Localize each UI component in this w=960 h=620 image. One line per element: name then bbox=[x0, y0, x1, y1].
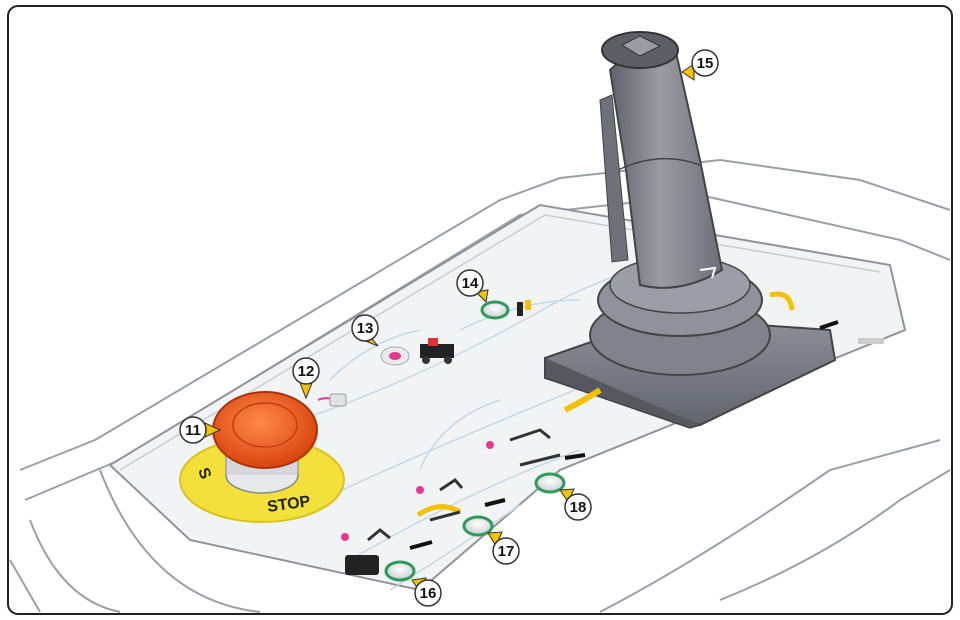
callout-13-label: 13 bbox=[357, 320, 374, 337]
callout-15-label: 15 bbox=[697, 55, 714, 72]
function-symbol-icon bbox=[345, 555, 379, 575]
callout-14-label: 14 bbox=[462, 275, 479, 292]
plate-marking bbox=[858, 338, 884, 344]
callout-16-label: 16 bbox=[420, 585, 437, 602]
callout-17-label: 17 bbox=[498, 543, 515, 560]
callout-11-label: 11 bbox=[185, 422, 201, 439]
callout-18-label: 18 bbox=[570, 499, 587, 516]
callout-12-label: 12 bbox=[298, 363, 315, 380]
